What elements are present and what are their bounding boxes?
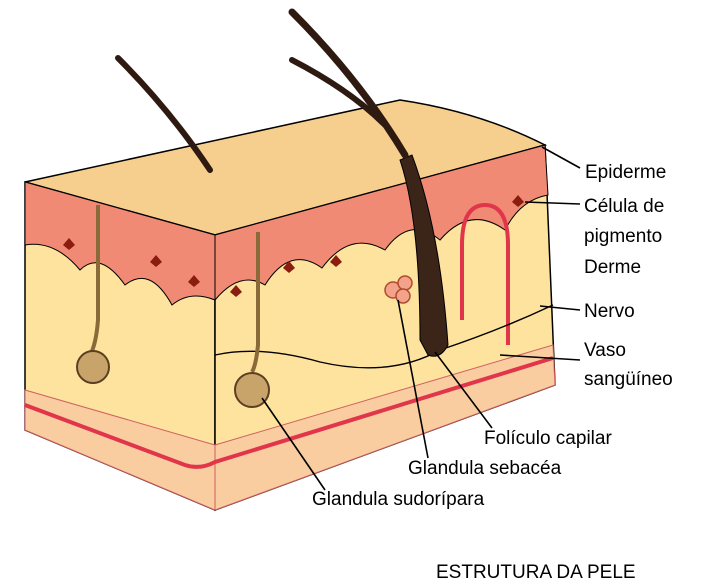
label-glandula-sebacea: Glandula sebacéa bbox=[408, 458, 562, 479]
label-vaso-sanguineo-line2: sangüíneo bbox=[584, 369, 673, 390]
skin-block-illustration bbox=[25, 12, 555, 510]
label-glandula-sudoripara: Glandula sudorípara bbox=[312, 489, 485, 510]
label-celula-de-pigmento-line1: Célula de bbox=[584, 196, 664, 217]
figure-title: ESTRUTURA DA PELE bbox=[436, 562, 636, 583]
label-foliculo-capilar: Folículo capilar bbox=[484, 428, 612, 449]
label-epiderme: Epiderme bbox=[585, 162, 666, 183]
label-celula-de-pigmento-line2: pigmento bbox=[584, 226, 662, 247]
label-vaso-sanguineo-line1: Vaso bbox=[584, 340, 626, 361]
label-derme: Derme bbox=[584, 257, 641, 278]
label-nervo: Nervo bbox=[584, 301, 635, 322]
